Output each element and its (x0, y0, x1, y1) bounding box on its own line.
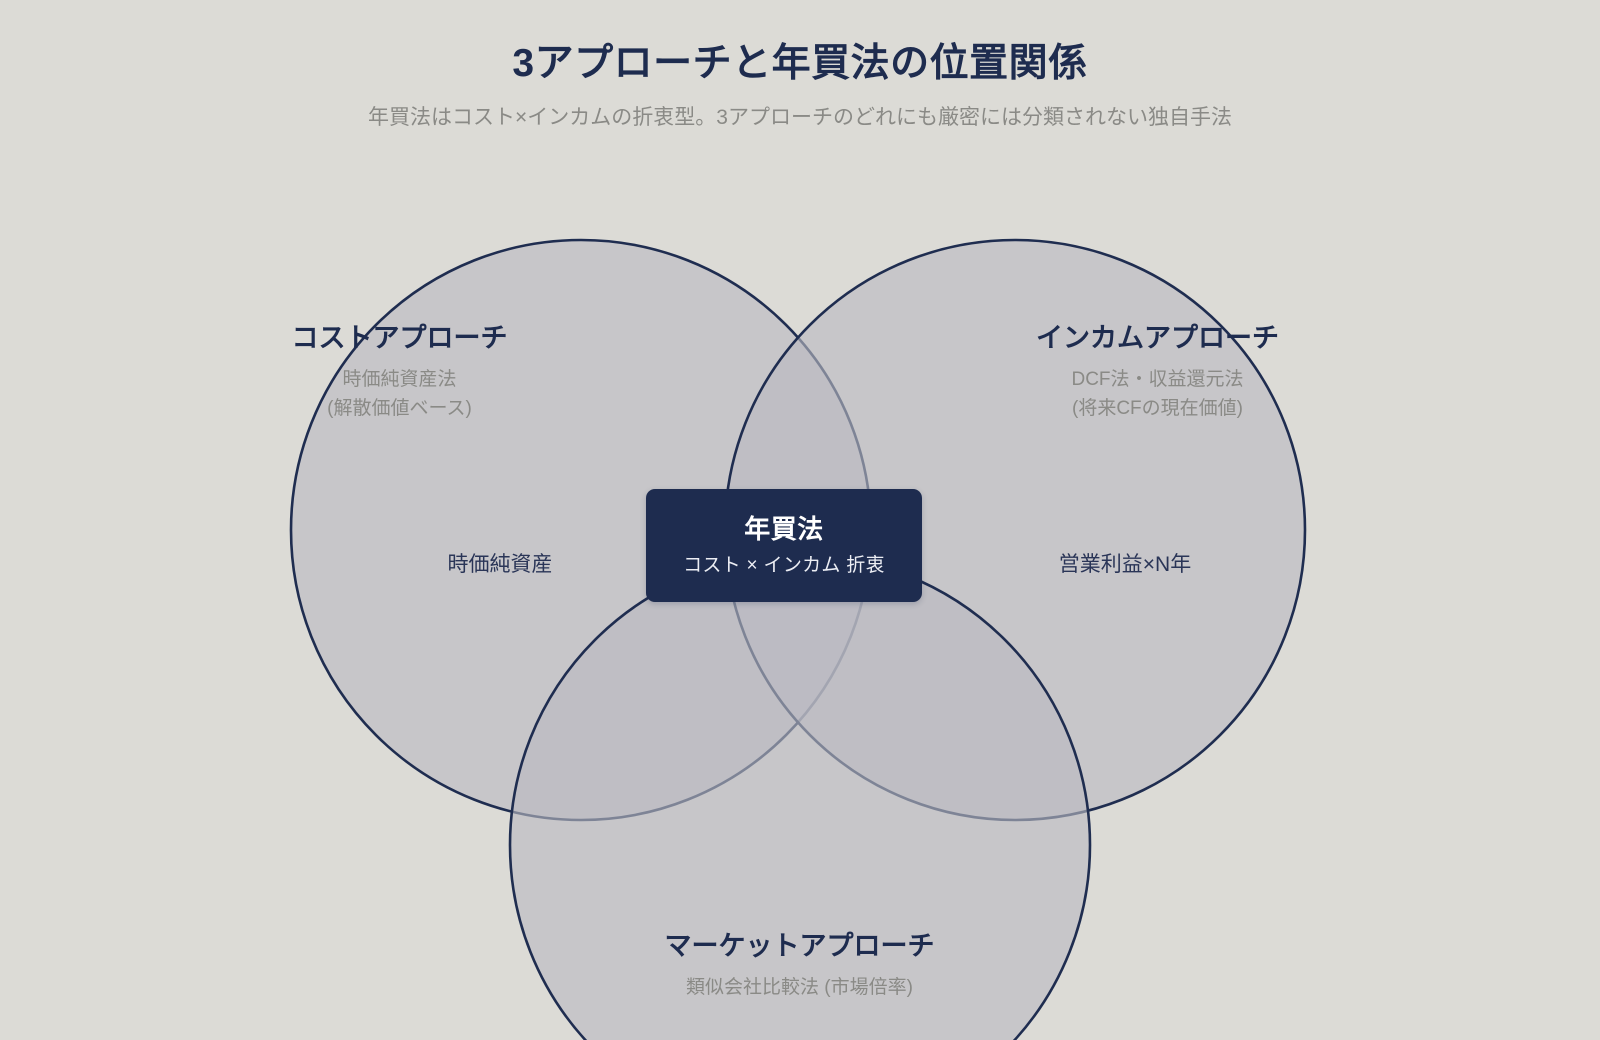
income-method-line-1: DCF法・収益還元法 (1071, 368, 1244, 390)
market-approach-methods: 類似会社比較法 (市場倍率) (567, 973, 1032, 1002)
label-cost-approach: コストアプローチ 時価純資産法 (解散価値ベース) (167, 322, 632, 424)
badge-title: 年買法 (744, 513, 824, 544)
page-subtitle: 年買法はコスト×インカムの折衷型。3アプローチのどれにも厳密には分類されない独自… (368, 105, 1232, 129)
cost-approach-methods: 時価純資産法 (解散価値ベース) (167, 365, 632, 424)
center-badge-nenbaiho: 年買法 コスト × インカム 折衷 (646, 489, 922, 602)
cost-approach-name: コストアプローチ (291, 323, 508, 353)
cost-method-line-1: 時価純資産法 (342, 368, 457, 390)
label-income-approach: インカムアプローチ DCF法・収益還元法 (将来CFの現在価値) (925, 322, 1390, 424)
header: 3アプローチと年買法の位置関係 年買法はコスト×インカムの折衷型。3アプローチの… (0, 0, 1600, 131)
market-approach-name: マーケットアプローチ (664, 931, 935, 961)
page-title: 3アプローチと年買法の位置関係 (512, 42, 1088, 85)
inner-label-income: 営業利益×N年 (1058, 553, 1192, 576)
income-approach-name: インカムアプローチ (1036, 323, 1279, 353)
badge-subtitle: コスト × インカム 折衷 (683, 554, 885, 576)
cost-method-line-2: (解散価値ベース) (327, 398, 472, 420)
income-method-line-2: (将来CFの現在価値) (1072, 398, 1243, 420)
income-approach-methods: DCF法・収益還元法 (将来CFの現在価値) (925, 365, 1390, 424)
inner-label-cost: 時価純資産 (447, 553, 553, 576)
label-market-approach: マーケットアプローチ 類似会社比較法 (市場倍率) (567, 930, 1032, 1002)
market-method-line-1: 類似会社比較法 (市場倍率) (686, 976, 913, 998)
